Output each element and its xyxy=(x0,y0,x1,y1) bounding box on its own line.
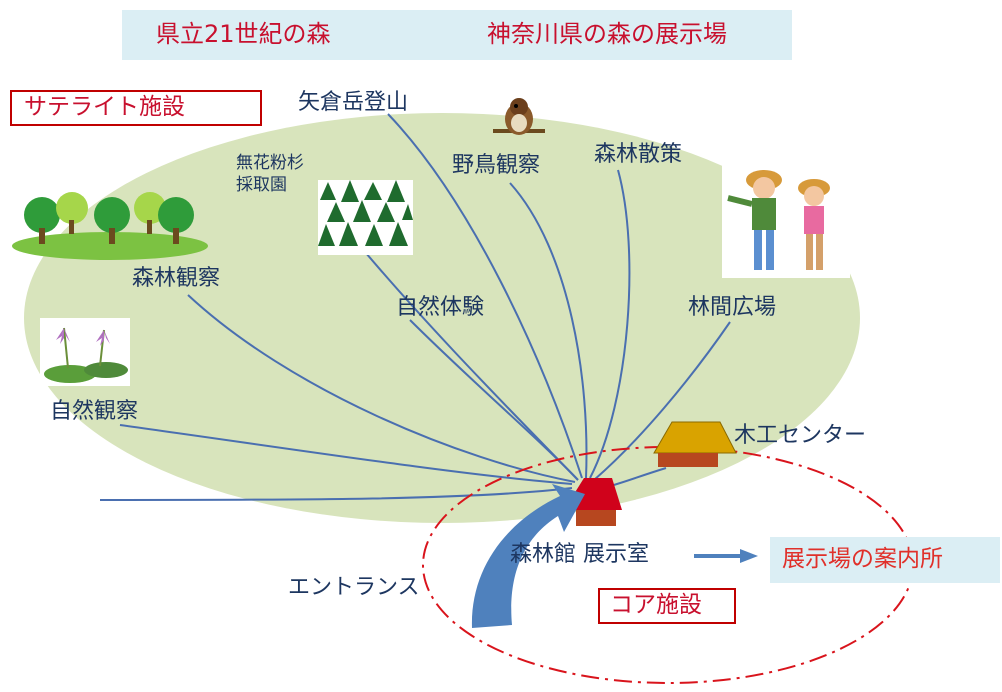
line-forest-obs xyxy=(187,294,576,483)
label-woodwork: 木工センター xyxy=(734,423,867,448)
label-nature-exp: 自然体験 xyxy=(396,295,485,320)
label-walk: 森林散策 xyxy=(594,142,683,167)
label-hub: 森林館 展示室 xyxy=(510,542,649,567)
title-banner: 県立21世紀の森 神奈川県の森の展示場 xyxy=(122,10,792,60)
line-yagura xyxy=(387,113,583,479)
label-clearing: 林間広場 xyxy=(688,295,777,320)
trees-icon xyxy=(12,192,208,260)
label-nature-obs: 自然観察 xyxy=(50,399,139,424)
info-label: 展示場の案内所 xyxy=(782,546,943,572)
label-seed-line2: 採取園 xyxy=(236,175,287,195)
line-walk xyxy=(589,169,631,479)
label-bird: 野鳥観察 xyxy=(452,153,541,178)
line-bird xyxy=(509,182,588,479)
dogtooth-violet-icon xyxy=(40,318,130,386)
banner-from-label: 県立21世紀の森 xyxy=(156,20,331,48)
cedar-forest-icon xyxy=(318,180,413,255)
label-forest-obs: 森林観察 xyxy=(132,266,221,291)
satellite-area xyxy=(24,113,860,523)
core-box: コア施設 xyxy=(598,588,736,624)
label-seed-line1: 無花粉杉 xyxy=(236,153,304,173)
line-nature-exp xyxy=(409,319,579,481)
line-entrance xyxy=(99,487,573,501)
banner-to-label: 神奈川県の森の展示場 xyxy=(487,20,727,48)
sparrow-icon xyxy=(493,98,545,135)
label-yagura: 矢倉岳登山 xyxy=(298,90,409,115)
label-entrance: エントランス xyxy=(288,575,420,600)
workshop-roof-icon xyxy=(653,421,737,467)
info-arrow-icon xyxy=(694,549,758,563)
satellite-label: サテライト施設 xyxy=(24,94,185,120)
line-nature-obs xyxy=(119,424,573,485)
info-box: 展示場の案内所 xyxy=(770,537,1000,583)
satellite-box: サテライト施設 xyxy=(10,90,262,126)
hikers-icon xyxy=(722,158,850,278)
core-label: コア施設 xyxy=(610,592,702,618)
entrance-arrow-icon xyxy=(471,484,585,628)
line-clearing xyxy=(593,321,731,481)
